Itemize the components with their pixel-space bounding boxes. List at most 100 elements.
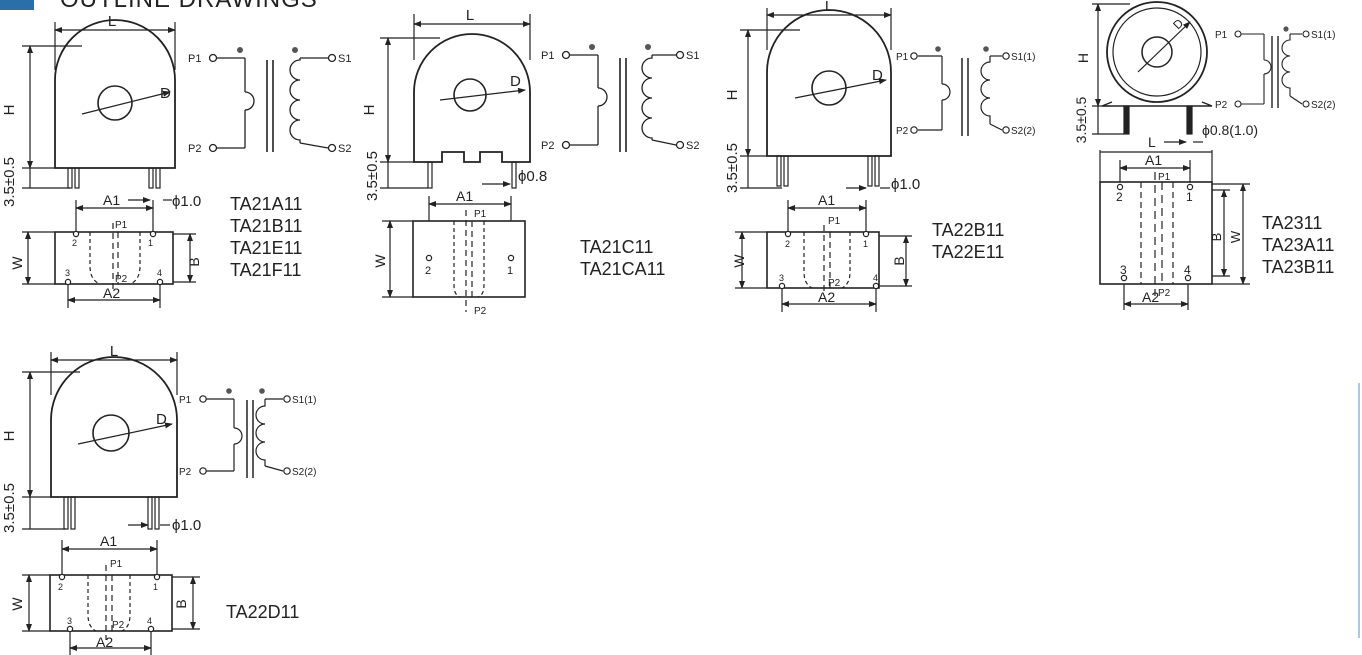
diameter-line (81, 90, 171, 115)
pin-hole (72, 230, 80, 238)
svg-text:P1: P1 (1215, 30, 1228, 41)
model-list-ta21a11: TA21A11 TA21B11 TA21E11 TA21F11 (230, 193, 302, 281)
aperture (92, 414, 130, 452)
svg-text:A2: A2 (96, 634, 113, 650)
svg-text:A2: A2 (818, 289, 835, 305)
terminal (208, 53, 218, 63)
model-number: TA23A11 (1262, 235, 1335, 255)
svg-text:D: D (1170, 16, 1186, 32)
bottom-view (49, 574, 173, 632)
schematic (910, 46, 1010, 136)
terminal (1002, 126, 1010, 134)
schematic-s1: S1 (338, 53, 351, 65)
terminal (561, 140, 571, 150)
pin-hole (1186, 183, 1194, 191)
terminal (910, 52, 918, 60)
svg-text:ϕ1.0: ϕ1.0 (891, 176, 920, 193)
svg-text:2: 2 (58, 582, 63, 592)
svg-text:A2: A2 (1142, 289, 1159, 305)
svg-text:A1: A1 (100, 533, 117, 549)
svg-text:1: 1 (148, 238, 153, 248)
svg-text:2: 2 (785, 239, 790, 249)
dim-label-a2: A2 (103, 285, 120, 301)
svg-text:W: W (731, 254, 747, 268)
terminal (1302, 100, 1310, 108)
section-marker (0, 0, 34, 10)
svg-text:H: H (361, 105, 378, 116)
svg-text:S1(1): S1(1) (1311, 30, 1335, 41)
svg-text:B: B (891, 256, 907, 265)
svg-text:H: H (724, 90, 741, 101)
schematic-s2: S2 (338, 143, 351, 155)
label-p1: P1 (115, 220, 128, 231)
svg-text:P2: P2 (474, 306, 487, 317)
svg-text:L: L (466, 7, 474, 24)
dim-label-d: D (160, 85, 171, 102)
terminal (199, 395, 207, 403)
svg-text:S2(2): S2(2) (1011, 126, 1035, 137)
svg-text:P2: P2 (179, 467, 192, 478)
pin (776, 155, 782, 187)
terminal (561, 50, 571, 60)
svg-text:P2: P2 (828, 278, 841, 289)
svg-text:1: 1 (507, 265, 513, 277)
svg-text:3.5±0.5: 3.5±0.5 (1, 483, 18, 533)
schematic (208, 47, 337, 153)
svg-text:3: 3 (1120, 263, 1127, 277)
svg-text:3.5±0.5: 3.5±0.5 (1073, 96, 1089, 143)
schematic (1234, 26, 1310, 108)
pin (867, 155, 873, 187)
pin-hole (1184, 274, 1192, 282)
pin-hole (778, 282, 786, 290)
pin-hole (862, 230, 870, 238)
svg-text:S2(2): S2(2) (292, 467, 316, 478)
label-p2: P2 (115, 274, 128, 285)
model-list-ta22b11: TA22B11 TA22E11 (932, 219, 1004, 263)
drawing-ta22b11-labels: L H D 3.5±0.5 ϕ1.0 A1 A2 P1 P2 2 1 3 4 W… (724, 0, 1035, 305)
schematic (199, 388, 291, 478)
pin-hole (64, 278, 72, 286)
terminal (283, 467, 291, 475)
svg-text:S1(1): S1(1) (1011, 52, 1035, 63)
dim-label-w: W (9, 256, 25, 270)
svg-text:4: 4 (1184, 263, 1191, 277)
model-list-ta2311: TA2311 TA23A11 TA23B11 (1262, 212, 1334, 278)
pin (155, 167, 161, 189)
pin (74, 167, 80, 189)
svg-text:H: H (1, 431, 18, 442)
svg-text:ϕ0.8: ϕ0.8 (518, 168, 547, 185)
pin (783, 155, 789, 187)
pin-hole (872, 282, 880, 290)
svg-text:3: 3 (65, 268, 70, 278)
aperture (1141, 36, 1173, 68)
diameter-line (794, 78, 887, 99)
bottom-view (412, 220, 526, 298)
svg-text:P2: P2 (1158, 288, 1171, 299)
svg-text:L: L (1148, 134, 1156, 150)
pin (511, 161, 517, 189)
svg-text:P1: P1 (541, 50, 554, 62)
model-list-ta22d11: TA22D11 (226, 601, 299, 623)
dim-label-a1: A1 (103, 192, 120, 208)
svg-text:S1(1): S1(1) (292, 395, 316, 406)
svg-text:W: W (1228, 230, 1243, 243)
terminal (1002, 52, 1010, 60)
dim-label-h: H (1, 105, 18, 116)
dim-label-pin: ϕ1.0 (172, 193, 201, 210)
pin (427, 161, 433, 189)
pin-hole (156, 278, 164, 286)
svg-text:B: B (1209, 233, 1224, 242)
schematic (561, 44, 685, 152)
terminal (327, 53, 337, 63)
aperture (97, 85, 133, 121)
pin-hole (425, 254, 433, 262)
bottom-view (766, 231, 880, 289)
base-flange (1101, 101, 1213, 107)
svg-text:P1: P1 (474, 209, 487, 220)
sensor-body (766, 9, 892, 157)
svg-text:P1: P1 (828, 216, 841, 227)
sensor-body-inner (1112, 7, 1202, 97)
pin (70, 496, 76, 530)
svg-text:1: 1 (863, 239, 868, 249)
pin-hole (58, 573, 66, 581)
